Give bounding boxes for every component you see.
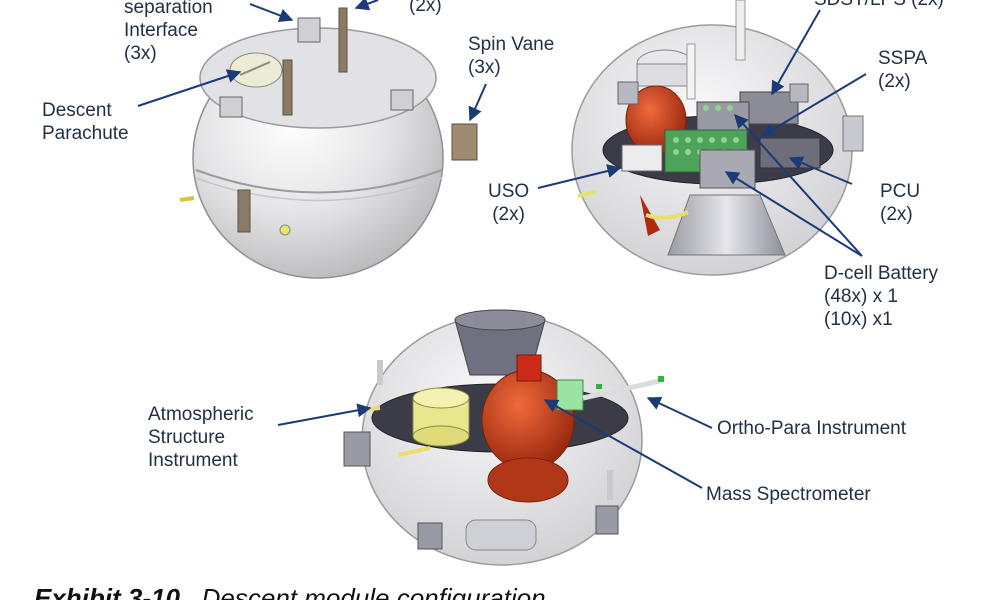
arrow-sspa <box>760 73 867 137</box>
arrow-spin-vane <box>468 83 487 122</box>
caption-text: Descent module configuration <box>201 583 546 600</box>
arrow-pcu <box>788 156 853 185</box>
label-separation-line1: separation <box>124 0 213 18</box>
label-uso-line2: (2x) <box>492 204 525 225</box>
label-sspa-line1: SSPA <box>878 48 928 69</box>
label-descent-parachute: Descent Parachute <box>42 99 129 145</box>
label-pcu: PCU (2x) <box>880 180 920 226</box>
label-battery-line2: (48x) x 1 <box>824 286 898 307</box>
arrow-atmospheric <box>277 403 372 426</box>
arrow-top-2x <box>354 0 379 11</box>
label-top-count: (2x) <box>409 0 442 16</box>
label-separation-interface: separation Interface (3x) <box>124 0 213 65</box>
caption-exhibit-number: Exhibit 3-10 <box>34 583 180 600</box>
label-ortho-para: Ortho-Para Instrument <box>717 418 907 439</box>
cutaway-probe-top <box>571 0 864 276</box>
label-pcu-line1: PCU <box>880 181 921 202</box>
arrow-descent-parachute <box>137 69 242 107</box>
label-spin-vane-line1: Spin Vane <box>468 34 555 55</box>
label-atmos-line1: Atmospheric <box>148 404 254 425</box>
label-atmospheric-structure: Atmospheric Structure Instrument <box>148 403 254 472</box>
arrow-uso <box>537 164 622 189</box>
label-uso-line1: USO <box>488 181 530 202</box>
arrow-battery-1 <box>734 113 863 257</box>
label-sdst-lps: SDST/LPS (2x) <box>814 0 944 11</box>
arrow-battery-2 <box>724 171 863 257</box>
label-dcell-battery: D-cell Battery (48x) x 1 (10x) x1 <box>824 262 938 331</box>
arrow-separation-interface <box>249 3 294 23</box>
label-atmos-line3: Instrument <box>148 450 238 471</box>
label-mass-spectrometer: Mass Spectrometer <box>706 484 871 505</box>
arrow-mass-spectrometer <box>543 399 703 489</box>
label-sspa: SSPA (2x) <box>878 47 927 93</box>
label-battery-line3: (10x) x1 <box>824 309 893 330</box>
label-uso: USO (2x) <box>488 180 529 226</box>
label-descent-line2: Parachute <box>42 123 129 144</box>
cutaway-probe-bottom <box>343 309 664 566</box>
label-battery-line1: D-cell Battery <box>824 263 939 284</box>
label-sspa-line2: (2x) <box>878 71 911 92</box>
leader-arrows <box>137 0 867 489</box>
closed-probe <box>179 7 478 279</box>
arrow-ortho-para <box>646 397 713 429</box>
label-separation-line3: (3x) <box>124 43 157 64</box>
label-separation-line2: Interface <box>124 20 198 41</box>
label-spin-vane-line2: (3x) <box>468 57 501 78</box>
label-pcu-line2: (2x) <box>880 204 913 225</box>
label-spin-vane: Spin Vane (3x) <box>468 33 554 79</box>
label-atmos-line2: Structure <box>148 427 226 448</box>
caption-separator: . <box>187 583 202 600</box>
label-descent-line1: Descent <box>42 100 112 121</box>
arrow-sdst-lps <box>771 9 821 96</box>
figure-caption: Exhibit 3-10 . Descent module configurat… <box>34 583 546 600</box>
